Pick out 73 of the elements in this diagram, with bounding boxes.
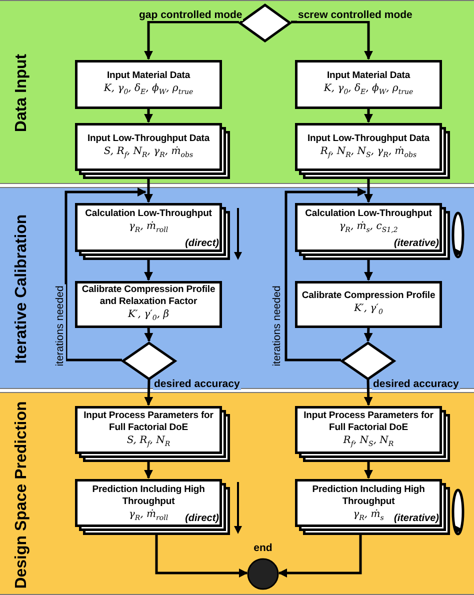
arrow — [284, 188, 366, 362]
method-note: (iterative) — [394, 238, 439, 249]
formula: γ$_{R}$, ṁ$_{roll}$ — [128, 220, 168, 236]
arrow — [278, 534, 362, 578]
formula: K′, γ′$_{0}$, β — [128, 308, 169, 324]
process-box — [295, 60, 442, 109]
edge-label: iterations needed — [54, 284, 66, 368]
method-note: (direct) — [185, 238, 219, 249]
formula: K, γ$_{0}$, δ$_{E}$, ϕ$_{W}$, ρ$_{true}$ — [324, 82, 414, 98]
arrow — [144, 20, 239, 60]
box-title: Input Process Parameters for Full Factorial DoE — [82, 410, 214, 434]
band-title: Data Input — [13, 54, 31, 132]
band-background — [0, 187, 474, 389]
stacked-process-box — [75, 203, 230, 260]
band-background — [0, 0, 474, 184]
formula: R$_{f}$, N$_{R}$, N$_{S}$, γ$_{R}$, ṁ$_{obs}$ — [320, 144, 417, 160]
box-title: Prediction Including High Throughput — [311, 484, 426, 508]
formula: γ$_{R}$, ṁ$_{roll}$ — [128, 508, 168, 524]
arrow — [155, 534, 248, 578]
end-label: end — [254, 542, 272, 554]
stacked-process-box — [75, 406, 230, 462]
formula: S, R$_{f}$, N$_{R}$ — [126, 434, 170, 450]
box-title: Calculation Low-Throughput — [304, 208, 433, 220]
arrow — [144, 178, 153, 203]
arrow — [364, 461, 373, 479]
arrow — [64, 188, 146, 362]
arrow — [291, 20, 373, 60]
box-title: Input Low-Throughput Data — [86, 132, 211, 144]
method-note: (iterative) — [394, 513, 439, 524]
arrow — [364, 178, 373, 203]
process-box — [295, 281, 442, 328]
box-title: Input Low-Throughput Data — [306, 132, 431, 144]
band-title: Iterative Calibration — [13, 214, 31, 364]
stacked-process-box — [75, 479, 230, 535]
box-title: Input Material Data — [106, 70, 192, 82]
edge-label: desired accuracy — [153, 378, 241, 390]
edge-label: iterations needed — [271, 284, 283, 368]
method-note: (direct) — [185, 513, 219, 524]
decision-diamond — [122, 342, 176, 380]
arrow — [144, 259, 153, 281]
formula: S, R$_{f}$, N$_{R}$, γ$_{R}$, ṁ$_{obs}$ — [104, 144, 194, 160]
process-box — [75, 281, 222, 328]
arrow — [364, 326, 373, 342]
band-title: Design Space Prediction — [13, 400, 31, 588]
stacked-process-box — [295, 123, 450, 179]
box-title: Calculation Low-Throughput — [84, 208, 213, 220]
arrow — [144, 461, 153, 479]
band-background — [0, 392, 474, 595]
box-title: Calibrate Compression Profile — [300, 290, 436, 302]
formula: K, γ$_{0}$, δ$_{E}$, ϕ$_{W}$, ρ$_{true}$ — [104, 82, 194, 98]
arrow — [144, 108, 153, 123]
decision-diamond — [341, 342, 395, 380]
edge-label: gap controlled mode — [138, 9, 244, 21]
stacked-process-box — [295, 203, 450, 260]
formula: R$_{f}$, N$_{S}$, N$_{R}$ — [343, 434, 394, 450]
box-title: Prediction Including High Throughput — [91, 484, 206, 508]
stacked-process-box — [75, 123, 230, 179]
arrow — [364, 259, 373, 281]
arrow — [144, 326, 154, 342]
box-title: Calibrate Compression Profile and Relaxation Factor — [80, 284, 216, 308]
edge-label: screw controlled mode — [297, 9, 414, 21]
arrow — [144, 378, 154, 406]
arrow — [364, 108, 373, 123]
formula: γ$_{R}$, ṁ$_{s}$ — [353, 508, 384, 524]
box-title: Input Material Data — [326, 70, 412, 82]
process-box — [75, 60, 222, 109]
formula: K′, γ′$_{0}$ — [354, 302, 383, 318]
stacked-process-box — [295, 406, 450, 462]
stacked-process-box — [295, 479, 450, 535]
box-title: Input Process Parameters for Full Factorial DoE — [302, 410, 434, 434]
formula: γ$_{R}$, ṁ$_{s}$, c$_{S1,2}$ — [339, 220, 398, 236]
edge-label: desired accuracy — [372, 378, 460, 390]
arrow — [364, 378, 373, 406]
